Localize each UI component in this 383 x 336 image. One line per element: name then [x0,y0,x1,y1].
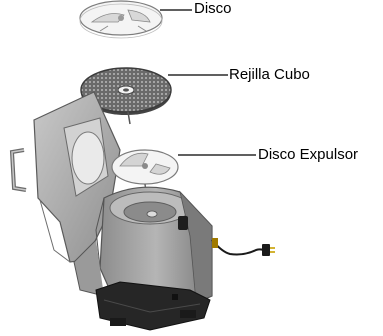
label-rejilla-cubo: Rejilla Cubo [229,66,310,83]
power-cord-part [212,238,275,256]
disco-part [80,1,162,38]
label-disco: Disco [194,0,232,17]
label-disco-expulsor: Disco Expulsor [258,146,358,163]
